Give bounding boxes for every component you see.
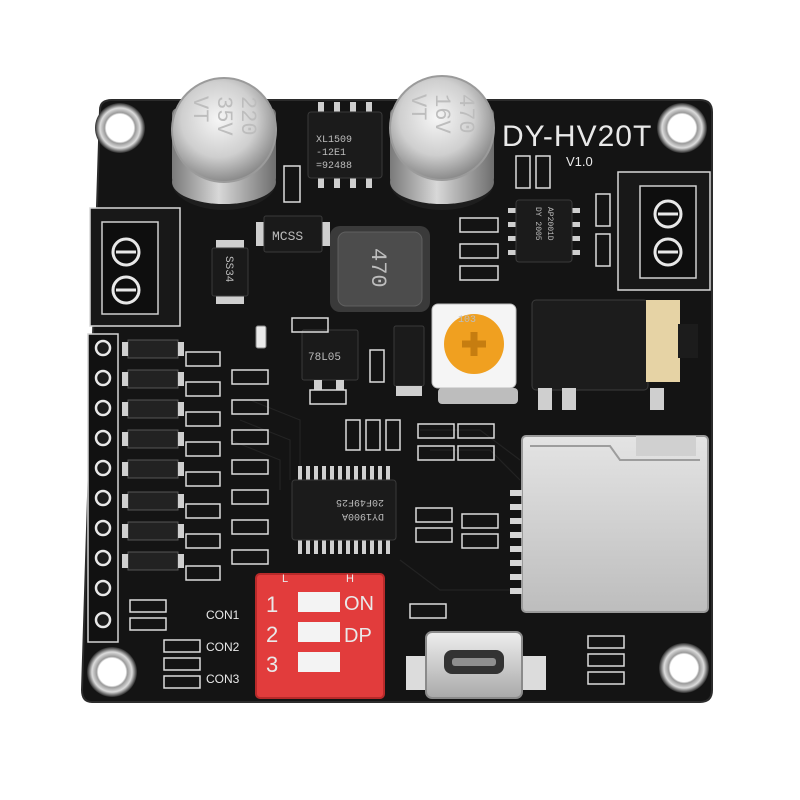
tvs-diode [393, 325, 425, 396]
smd-resistors-left [185, 351, 269, 581]
mounting-hole-top-right [657, 103, 707, 153]
micro-usb-port[interactable] [406, 631, 546, 699]
amplifier-chip: AP2001D DY 2005 [508, 199, 580, 263]
cap2-voltage: 16V [429, 94, 454, 134]
diode-mcss-label: MCSS [272, 229, 303, 244]
dip-switch-2-lever[interactable] [298, 622, 340, 642]
decoder-line2: 20F49F25 [336, 496, 384, 507]
cap2-series: VT [405, 94, 430, 120]
dip-dp-label: DP [344, 625, 372, 647]
capacitor-470uf: 470 16V VT [389, 75, 495, 210]
cap1-series: VT [187, 96, 212, 122]
io-pin-header [87, 333, 119, 643]
microsd-card-slot [510, 435, 709, 613]
mounting-hole-bottom-left [87, 647, 137, 697]
trimpot-label: 103 [458, 315, 476, 326]
dip-switch-1-lever[interactable] [298, 592, 340, 612]
mounting-hole-bottom-right [659, 643, 709, 693]
cap1-value: 220 [235, 96, 260, 136]
regulator-line3: =92488 [316, 161, 352, 172]
con2-label: CON2 [206, 640, 240, 654]
dip-number-3: 3 [266, 652, 278, 677]
protection-diode-array [122, 339, 184, 571]
capacitor-220uf: 220 35V VT [171, 77, 277, 210]
cap1-voltage: 35V [211, 96, 236, 136]
board-name: DY-HV20T [502, 120, 652, 153]
left-speaker-terminal [89, 207, 181, 327]
amplifier-line2: DY 2005 [533, 207, 542, 241]
ldo-label: 78L05 [308, 352, 341, 364]
dip-number-2: 2 [266, 622, 278, 647]
amplifier-line1: AP2001D [545, 207, 554, 241]
regulator-chip: XL1509 -12E1 =92488 [307, 102, 383, 188]
smd-passives-center [129, 155, 625, 689]
dip-l-label: L [282, 573, 288, 585]
dip-number-1: 1 [266, 592, 278, 617]
schottky-diode-mcss: MCSS [256, 215, 330, 253]
board-version: V1.0 [566, 154, 593, 169]
dip-h-label: H [346, 573, 354, 585]
schottky-diode-ss34: SS34 [211, 240, 249, 304]
dip-switch[interactable]: 1 2 3 ON DP [255, 573, 385, 699]
con3-label: CON3 [206, 672, 240, 686]
audio-jack [531, 299, 698, 410]
mounting-hole-top-left [95, 103, 145, 153]
power-inductor: 470 [330, 226, 430, 312]
regulator-line2: -12E1 [316, 148, 346, 159]
con1-label: CON1 [206, 608, 240, 622]
regulator-line1: XL1509 [316, 135, 352, 146]
inductor-label: 470 [365, 248, 390, 288]
status-led [255, 325, 267, 349]
dip-switch-3-lever[interactable] [298, 652, 340, 672]
volume-trimpot: 103 [431, 303, 518, 404]
ldo-regulator: 78L05 [301, 329, 359, 390]
decoder-chip: DY1900A 20F49F25 [291, 466, 397, 554]
diode-ss34-label: SS34 [222, 256, 234, 283]
right-power-terminal [617, 171, 711, 291]
cap2-value: 470 [453, 94, 478, 134]
decoder-line1: DY1900A [342, 510, 384, 521]
dip-on-label: ON [344, 593, 374, 615]
